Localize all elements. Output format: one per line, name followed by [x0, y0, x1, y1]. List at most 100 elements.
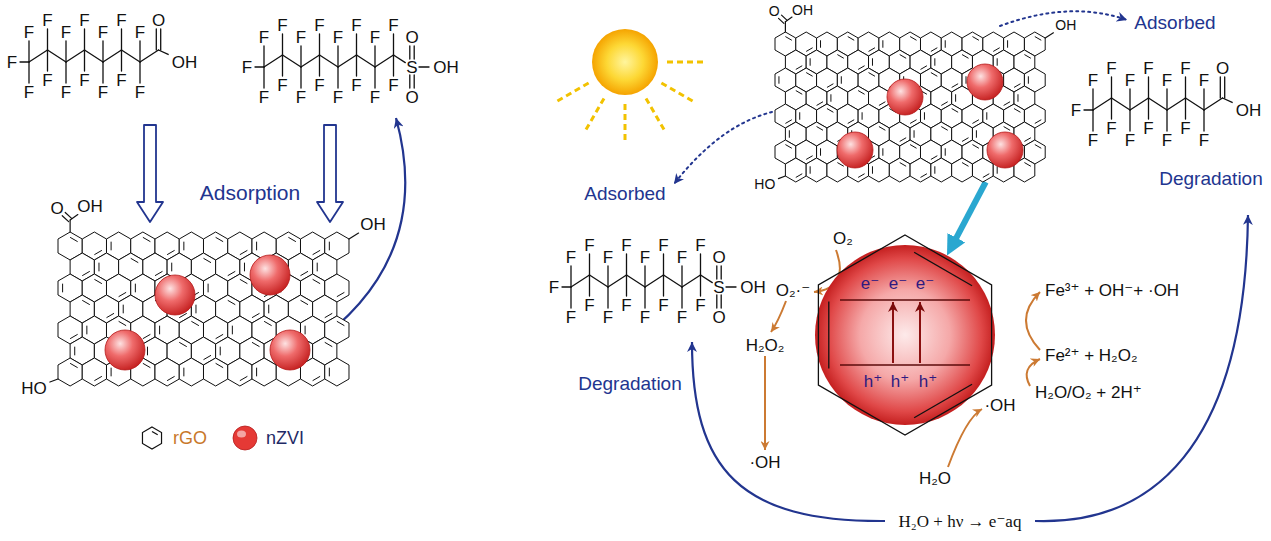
chemical-bond [1149, 98, 1168, 110]
double-bond-mark [131, 258, 139, 262]
chemical-bond [1084, 109, 1093, 110]
atom-label: F [135, 84, 145, 101]
chemical-bond [300, 67, 301, 88]
double-bond-mark [962, 163, 968, 167]
double-bond-mark [228, 271, 236, 275]
legend-ball-highlight [237, 431, 246, 438]
atom-label: F [566, 309, 576, 326]
chemical-bond [47, 50, 48, 71]
chemical-bond [626, 254, 627, 275]
double-bond-mark [232, 326, 233, 335]
state-label: Adsorbed [1134, 13, 1215, 32]
atom-label: F [314, 17, 324, 34]
chemical-bond [682, 275, 701, 287]
chemical-bond [264, 55, 283, 67]
chemical-bond [607, 266, 608, 287]
chemical-bond [1129, 89, 1130, 110]
chemical-bond [701, 275, 713, 283]
chemical-bond [263, 46, 264, 67]
species-label: ·OH [749, 454, 780, 471]
double-bond-mark [976, 130, 977, 137]
chemical-bond [562, 286, 571, 287]
double-bond-mark [914, 130, 915, 137]
atom-label: F [1143, 120, 1153, 137]
hexagon-ring [806, 158, 827, 182]
atom-label: F [259, 29, 269, 46]
chemical-bond [570, 287, 571, 308]
double-bond-mark [806, 156, 812, 160]
functional-group: O [769, 4, 780, 18]
legend-entry: nZVI [232, 425, 304, 451]
nzvi-ball [270, 330, 310, 370]
double-bond-mark [305, 326, 306, 335]
chemical-bond [338, 55, 357, 67]
double-bond-mark [872, 166, 873, 173]
double-bond-mark [244, 263, 245, 272]
legend-text: nZVI [266, 429, 304, 447]
graphene-lattice [50, 212, 359, 386]
double-bond-mark [799, 112, 800, 119]
species-label: ·OH [984, 397, 1015, 414]
double-bond-mark [155, 271, 163, 275]
chemical-bond [283, 55, 302, 67]
double-bond-mark [1014, 109, 1020, 113]
chemical-bond [48, 50, 67, 62]
double-bond-mark [941, 127, 947, 131]
double-bond-mark [171, 263, 172, 272]
hexagon-ring [203, 358, 227, 386]
adsorption-arrows [137, 125, 343, 222]
legend-swatch [139, 425, 165, 451]
atom-label: F [1143, 60, 1153, 77]
double-bond-mark [313, 250, 321, 254]
double-bond-mark [337, 321, 345, 325]
double-bond-mark [810, 58, 811, 65]
hexagon-ring [228, 358, 252, 386]
chemical-bond [70, 220, 71, 232]
chemical-bond [1203, 89, 1204, 110]
double-bond-mark [256, 368, 257, 377]
atom-label: F [135, 24, 145, 41]
chemical-bond [1111, 98, 1112, 119]
chemical-bond [644, 266, 645, 287]
atom-label: F [1125, 132, 1135, 149]
atom-label: F [1106, 60, 1116, 77]
degradation-arrow [1035, 215, 1248, 521]
excitation-arrow [892, 302, 894, 363]
functional-group: HO [21, 380, 47, 397]
chemical-bond [1166, 89, 1167, 110]
adsorbed-arrows [674, 11, 1127, 184]
chemical-bond [700, 275, 701, 296]
double-bond-mark [119, 292, 127, 296]
double-bond-mark [228, 300, 236, 304]
double-bond-mark [1035, 120, 1041, 124]
hexagon-ring [889, 158, 910, 182]
double-bond-mark [288, 237, 296, 241]
chemical-bond [300, 46, 301, 67]
double-bond-mark [910, 37, 916, 41]
double-bond-mark [143, 237, 151, 241]
double-bond-mark [94, 250, 102, 254]
double-bond-mark [111, 368, 112, 377]
double-bond-mark [195, 305, 196, 314]
atom-label: F [351, 77, 361, 94]
chemical-bond [1112, 98, 1131, 110]
double-bond-mark [159, 326, 160, 335]
functional-group: O [51, 200, 64, 217]
chemical-bond [785, 17, 792, 22]
atom-label: F [24, 24, 34, 41]
reaction-label: Fe³⁺ + OH⁻+ ·OH [1045, 282, 1179, 299]
chemical-bond [607, 287, 608, 308]
chemical-bond [160, 29, 161, 50]
chemical-bond [664, 275, 683, 287]
double-bond-mark [240, 376, 248, 380]
charge-carrier: e⁻ [861, 275, 879, 292]
double-bond-mark [147, 347, 148, 356]
double-bond-mark [1024, 55, 1030, 59]
hexagon-ring [179, 358, 203, 386]
species-label: H₂O₂ [746, 337, 785, 354]
double-bond-mark [789, 130, 790, 137]
chemical-bond [102, 41, 103, 62]
rgo-sheet: OOHOHHO [58, 232, 349, 386]
valence-band [840, 364, 970, 366]
double-bond-mark [143, 363, 151, 367]
